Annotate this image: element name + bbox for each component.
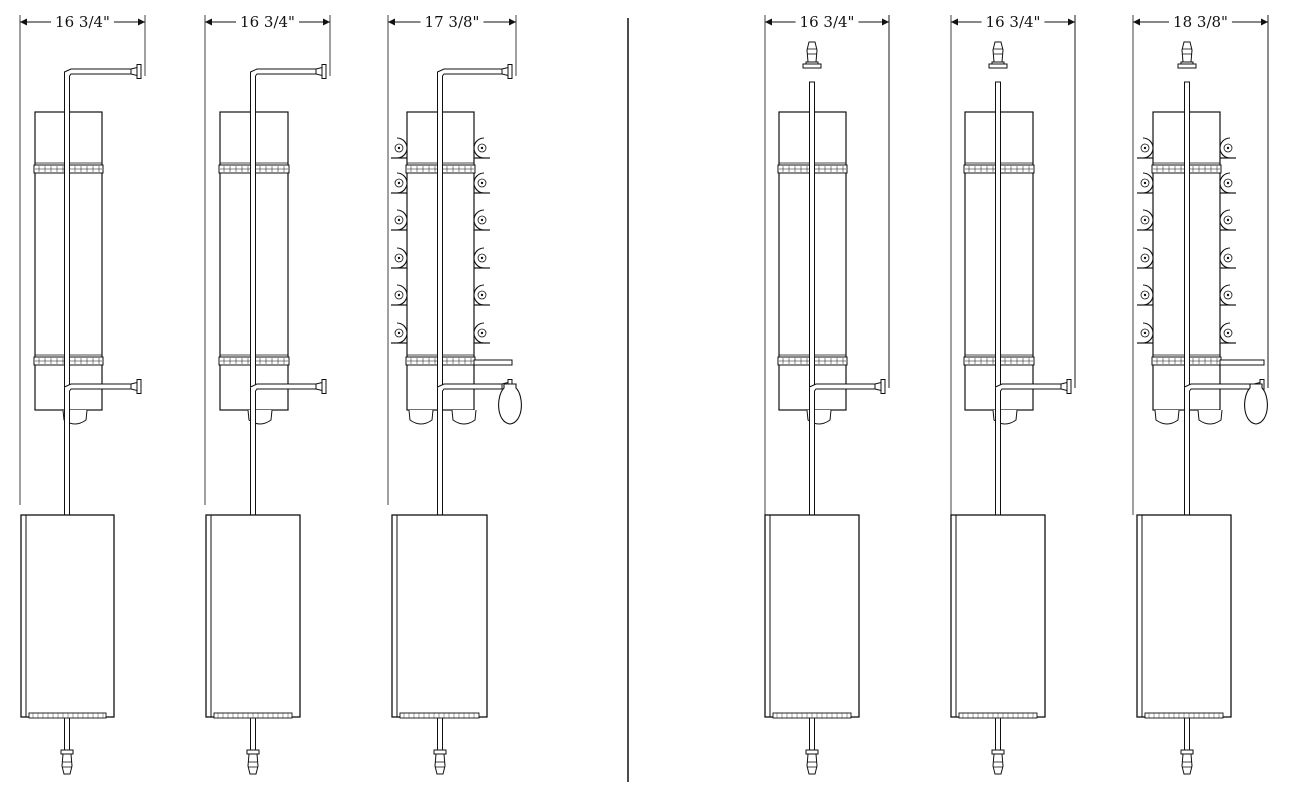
lower-arm-cap: [874, 379, 886, 394]
bottle-cradle-left: [1137, 322, 1154, 344]
rack-unit-3: 17 3/8": [387, 13, 522, 775]
panel-foot: [1197, 409, 1223, 425]
dimension-arrow-left: [20, 18, 27, 26]
top-arm-cap: [315, 64, 327, 79]
bottle-cradle-right: [1219, 137, 1236, 159]
dimension-arrow-right: [138, 18, 145, 26]
bottle-cradle-left: [391, 209, 408, 231]
bottle-cradle-left: [1137, 284, 1154, 306]
panel-foot: [451, 409, 477, 425]
floor-finial: [246, 749, 260, 775]
dimension-arrow-left: [388, 18, 395, 26]
lower-cabinet: [205, 514, 301, 719]
dimension-label: 16 3/4": [240, 13, 295, 31]
dimension-arrow-right: [1261, 18, 1268, 26]
bottle-cradle-right: [473, 209, 490, 231]
dimension-arrow-right: [509, 18, 516, 26]
dimension-arrow-left: [205, 18, 212, 26]
top-arm-cap: [130, 64, 142, 79]
rack-unit-6: 18 3/8": [1132, 13, 1269, 775]
bottle-cradle-left: [391, 137, 408, 159]
wine-glass: [498, 383, 522, 425]
ceiling-finial: [805, 41, 819, 67]
panel-foot: [408, 409, 434, 425]
dimension-arrow-left: [1133, 18, 1140, 26]
lower-arm-cap: [315, 379, 327, 394]
dimension-label: 16 3/4": [986, 13, 1041, 31]
top-arm-cap: [501, 64, 513, 79]
lower-arm-cap: [1060, 379, 1072, 394]
rack-unit-4: 16 3/4": [764, 13, 890, 775]
bottle-cradle-right: [473, 247, 490, 269]
lower-cabinet: [1136, 514, 1232, 719]
bottle-cradle-left: [1137, 247, 1154, 269]
cabinet-base-plate: [28, 712, 107, 719]
bottle-cradle-right: [473, 322, 490, 344]
glass-rack: [473, 359, 522, 425]
top-wall-arm: [64, 64, 142, 82]
floor-finial: [991, 749, 1005, 775]
cabinet-base-plate: [772, 712, 852, 719]
bottle-cradle-right: [1219, 322, 1236, 344]
dimension-label: 16 3/4": [55, 13, 110, 31]
rack-unit-1: 16 3/4": [19, 13, 146, 775]
top-wall-arm: [250, 64, 327, 82]
bottle-cradle-right: [1219, 172, 1236, 194]
dimension-arrow-right: [882, 18, 889, 26]
ceiling-plate: [988, 63, 1008, 69]
lower-arm-cap: [130, 379, 142, 394]
rack-unit-5: 16 3/4": [950, 13, 1076, 775]
cabinet-base-plate: [399, 712, 480, 719]
dimension-arrow-left: [765, 18, 772, 26]
dimension-label: 17 3/8": [425, 13, 480, 31]
bottle-cradle-right: [1219, 209, 1236, 231]
bottle-cradle-right: [1219, 284, 1236, 306]
dimension-label: 18 3/8": [1173, 13, 1228, 31]
bottle-cradle-right: [473, 137, 490, 159]
lower-wall-arm: [250, 379, 327, 397]
lower-cabinet: [20, 514, 115, 719]
lower-cabinet: [950, 514, 1046, 719]
panel-foot: [1154, 409, 1180, 425]
bottle-cradle-left: [391, 322, 408, 344]
cabinet-base-plate: [958, 712, 1038, 719]
bottle-cradle-left: [1137, 209, 1154, 231]
cabinet-base-plate: [1144, 712, 1224, 719]
dimension-arrow-right: [1068, 18, 1075, 26]
lower-cabinet: [764, 514, 860, 719]
bottle-cradle-right: [473, 172, 490, 194]
bottle-cradle-left: [391, 284, 408, 306]
lower-wall-arm: [64, 379, 142, 397]
bottle-cradle-left: [391, 247, 408, 269]
bottle-cradle-right: [473, 284, 490, 306]
dimension-arrow-left: [951, 18, 958, 26]
ceiling-finial: [1180, 41, 1194, 67]
floor-finial: [433, 749, 447, 775]
ceiling-plate: [1177, 63, 1197, 69]
cabinet-base-plate: [213, 712, 293, 719]
wine-glass: [1244, 383, 1268, 425]
bottle-cradle-left: [1137, 172, 1154, 194]
ceiling-finial: [991, 41, 1005, 67]
ceiling-plate: [802, 63, 822, 69]
glass-rack: [1219, 359, 1268, 425]
floor-finial: [805, 749, 819, 775]
top-wall-arm: [437, 64, 513, 82]
dimension-arrow-right: [323, 18, 330, 26]
bottle-cradle-right: [1219, 247, 1236, 269]
rack-unit-2: 16 3/4": [204, 13, 331, 775]
lower-wall-arm: [995, 379, 1072, 397]
bottle-cradle-left: [1137, 137, 1154, 159]
dimension-label: 16 3/4": [800, 13, 855, 31]
floor-finial: [1180, 749, 1194, 775]
bottle-cradle-left: [391, 172, 408, 194]
lower-wall-arm: [809, 379, 886, 397]
floor-finial: [60, 749, 74, 775]
lower-cabinet: [391, 514, 488, 719]
